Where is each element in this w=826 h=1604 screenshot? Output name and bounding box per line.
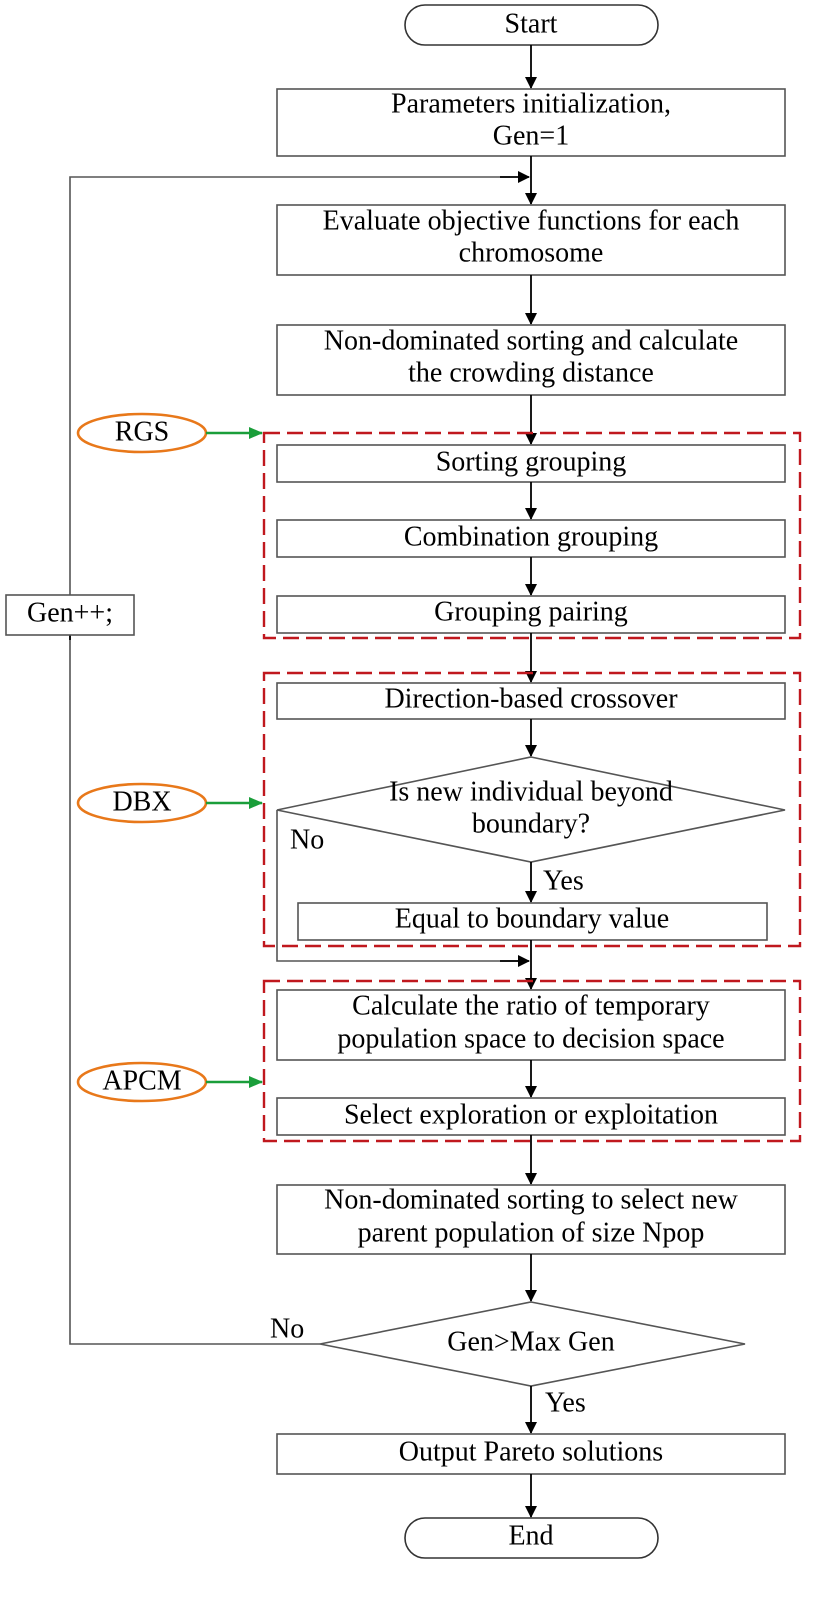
select-new-line-1: Non-dominated sorting to select new	[324, 1184, 738, 1215]
rgs-step-combination: Combination grouping	[276, 519, 786, 558]
dbx-yes-label: Yes	[543, 865, 584, 896]
select-new-line-2: parent population of size Npop	[358, 1217, 705, 1248]
output-label: Output Pareto solutions	[399, 1436, 663, 1467]
loop-no-path	[69, 616, 320, 1345]
gen-increment-box: Gen++;	[5, 594, 135, 636]
apcm-select-label: Select exploration or exploitation	[344, 1099, 718, 1130]
gen-increment-label: Gen++;	[27, 597, 113, 628]
apcm-label: APCM	[102, 1065, 181, 1096]
apcm-ratio-line-2: population space to decision space	[337, 1023, 724, 1054]
evaluate-line-2: chromosome	[459, 237, 604, 268]
dbx-decision-line-2: boundary?	[472, 808, 590, 839]
rgs-group-border	[262, 431, 802, 640]
rgs-step-pairing: Grouping pairing	[276, 595, 786, 634]
nds-line-2: the crowding distance	[408, 357, 654, 388]
init-line-2: Gen=1	[493, 120, 569, 151]
apcm-group-border	[262, 979, 802, 1143]
init-box: Parameters initialization, Gen=1	[276, 88, 786, 157]
rgs-step-sorting: Sorting grouping	[276, 444, 786, 483]
dbx-equal-box: Equal to boundary value	[297, 902, 768, 941]
dbx-no-label: No	[290, 824, 324, 855]
dbx-crossover-label: Direction-based crossover	[384, 683, 678, 714]
dbx-decision-line-1: Is new individual beyond	[389, 776, 673, 807]
loop-top-path	[69, 176, 510, 595]
rgs-step-combination-label: Combination grouping	[404, 521, 658, 552]
dbx-crossover-box: Direction-based crossover	[276, 682, 786, 720]
apcm-ratio-line-1: Calculate the ratio of temporary	[352, 990, 710, 1021]
nds-line-1: Non-dominated sorting and calculate	[324, 325, 738, 356]
rgs-step-sorting-label: Sorting grouping	[436, 446, 627, 477]
output-box: Output Pareto solutions	[276, 1433, 786, 1475]
dbx-equal-label: Equal to boundary value	[395, 903, 669, 934]
end-node: End	[404, 1517, 659, 1559]
gen-no-label: No	[270, 1313, 304, 1344]
dbx-label: DBX	[112, 786, 171, 817]
start-label: Start	[505, 8, 558, 39]
rgs-step-pairing-label: Grouping pairing	[434, 596, 628, 627]
gen-yes-label: Yes	[545, 1387, 586, 1418]
select-new-box: Non-dominated sorting to select new pare…	[276, 1184, 786, 1255]
rgs-oval: RGS	[76, 412, 208, 454]
dbx-decision-diamond: Is new individual beyond boundary?	[276, 756, 786, 863]
evaluate-line-1: Evaluate objective functions for each	[323, 205, 740, 236]
init-line-1: Parameters initialization,	[391, 88, 671, 119]
dbx-no-path	[276, 810, 521, 962]
end-label: End	[508, 1520, 553, 1551]
gen-check-label: Gen>Max Gen	[447, 1326, 614, 1357]
apcm-select-box: Select exploration or exploitation	[276, 1097, 786, 1136]
nds-box: Non-dominated sorting and calculate the …	[276, 324, 786, 396]
evaluate-box: Evaluate objective functions for each ch…	[276, 204, 786, 276]
apcm-ratio-box: Calculate the ratio of temporary populat…	[276, 989, 786, 1061]
rgs-label: RGS	[115, 416, 169, 447]
dbx-oval: DBX	[76, 782, 208, 824]
dbx-group-border	[262, 671, 802, 948]
start-node: Start	[404, 4, 659, 46]
apcm-oval: APCM	[76, 1061, 208, 1103]
gen-check-diamond: Gen>Max Gen	[319, 1301, 746, 1387]
